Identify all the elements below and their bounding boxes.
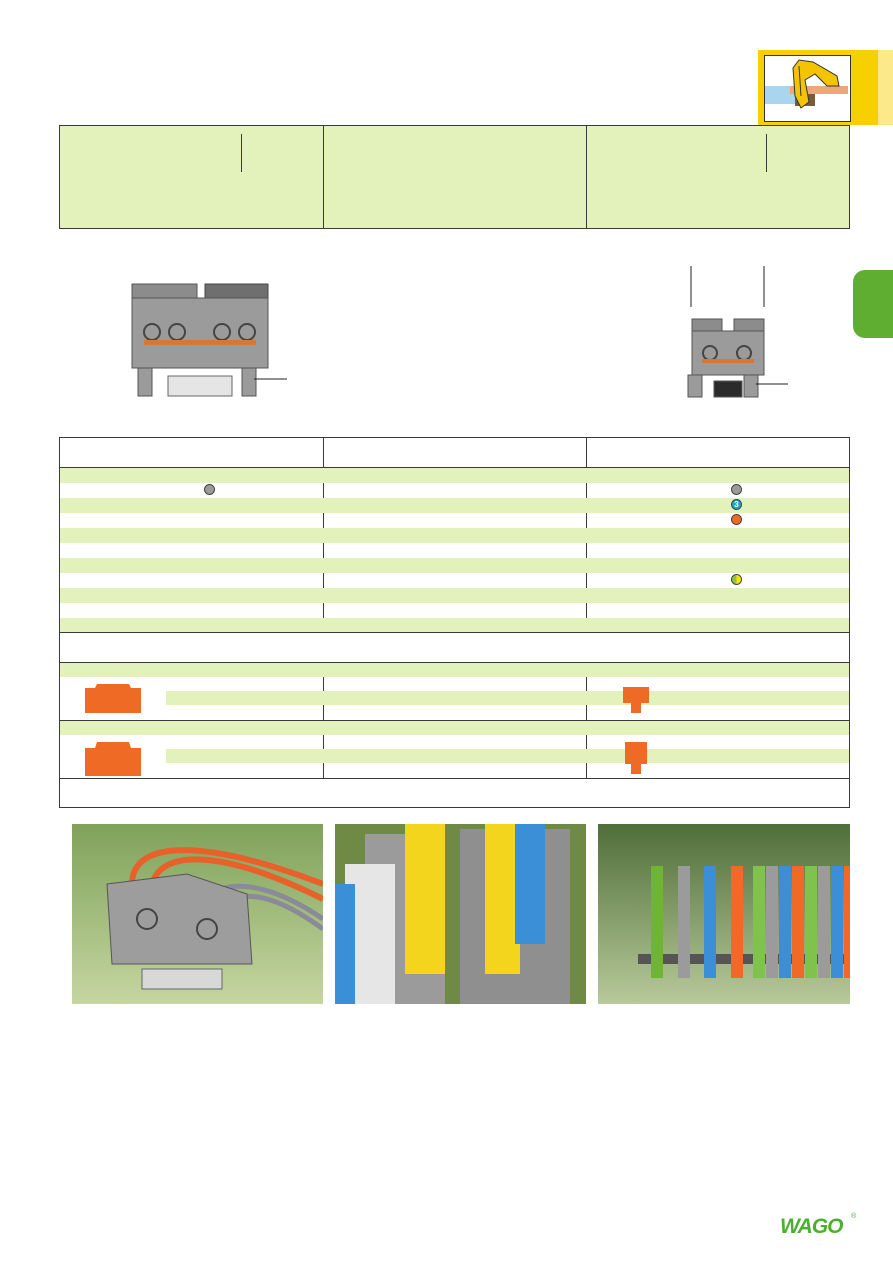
intermediate-plate-orange-image: [85, 742, 141, 776]
registered-mark: ®: [851, 1213, 857, 1220]
end-plate-orange-image: [85, 684, 141, 713]
table-row: [166, 749, 849, 763]
dot-number-label: 3: [734, 500, 739, 509]
terminal-block-4-conductor-image: [130, 280, 290, 400]
end-plate-small-orange-image: [621, 685, 651, 715]
product-photo-color-range: [598, 824, 850, 1004]
gray-dot-icon: [731, 484, 742, 495]
blue-number-3-dot-icon: 3: [731, 499, 742, 510]
table-row: [60, 588, 849, 603]
column-divider: [323, 126, 324, 228]
marker-line: [766, 134, 767, 172]
table-row: [60, 721, 849, 735]
intermediate-plate-small-orange-image: [621, 742, 651, 776]
marker-line: [241, 134, 242, 172]
table-row: [60, 663, 849, 677]
badge-light-strip: [878, 50, 893, 125]
column-divider: [586, 126, 587, 228]
table-row: [60, 528, 849, 543]
product-photo-marked-terminals: [335, 824, 586, 1004]
green-yellow-dot-icon: [731, 574, 742, 585]
cage-clamp-icon: [764, 55, 851, 122]
specification-box: [59, 125, 850, 229]
section-divider: [60, 662, 849, 663]
header-divider: [60, 467, 849, 468]
section-tab: [853, 270, 893, 338]
table-row: [166, 691, 849, 705]
section-divider: [60, 778, 849, 779]
terminal-block-2-conductor-image: [680, 265, 790, 400]
orange-dot-icon: [731, 514, 742, 525]
gray-dot-icon: [204, 484, 215, 495]
wago-logo-text: WAGO: [780, 1215, 843, 1238]
ordering-table: 3: [59, 437, 850, 808]
cage-clamp-badge: [758, 50, 893, 125]
table-row: [60, 498, 849, 513]
table-row: [60, 468, 849, 483]
wago-logo: WAGO ®: [780, 1213, 860, 1239]
product-photo-wired-terminal: [72, 824, 323, 1004]
table-row: [60, 618, 849, 632]
section-divider: [60, 632, 849, 633]
table-row: [60, 558, 849, 573]
row-divider: [60, 720, 849, 721]
